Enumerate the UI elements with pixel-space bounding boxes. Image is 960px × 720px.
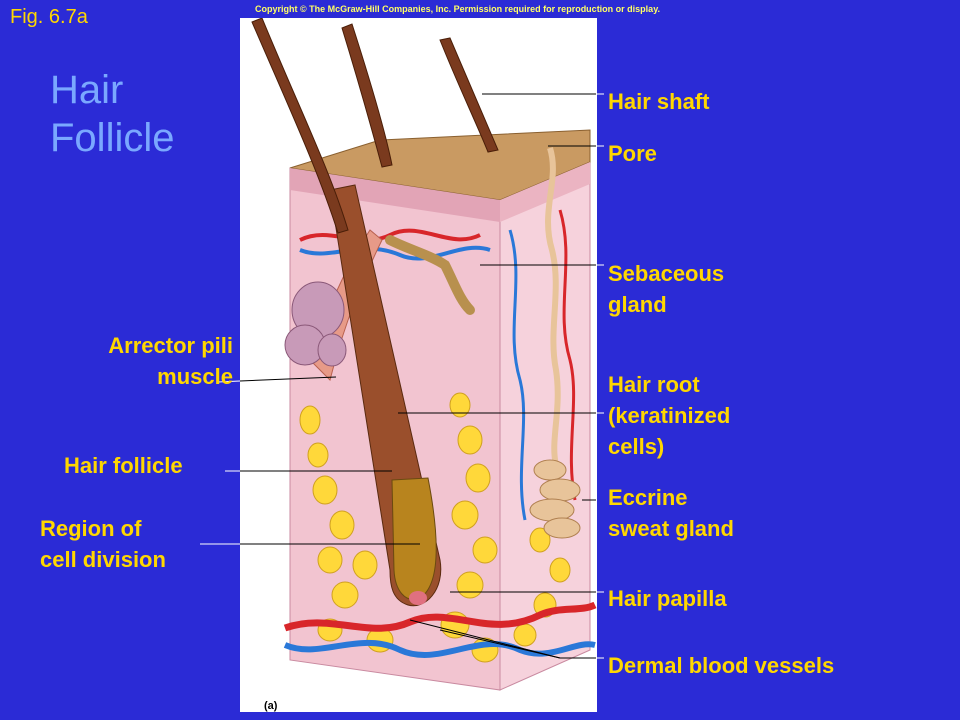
- epidermis-side: [500, 162, 590, 222]
- panel-tag: (a): [264, 700, 278, 712]
- epidermis-front: [290, 168, 500, 222]
- fat-lobule: [329, 510, 355, 540]
- label-line: cell division: [40, 547, 166, 572]
- label-hair-follicle: Hair follicle: [64, 453, 183, 478]
- sweat-gland-lobe: [543, 517, 581, 539]
- hair-shaft-left: [251, 18, 349, 234]
- fat-lobule: [513, 623, 537, 647]
- sweat-gland-lobe: [539, 478, 581, 502]
- label-line: Sebaceous: [608, 261, 725, 286]
- label-line: muscle: [157, 364, 233, 389]
- label-line: Arrector pili: [108, 333, 233, 358]
- figure-label: Fig. 6.7a: [10, 6, 88, 28]
- hair-shaft-right: [439, 37, 499, 153]
- sweat-duct: [545, 147, 561, 466]
- leader-arrector-ext: [217, 380, 241, 383]
- fat-lobule: [299, 405, 321, 435]
- label-hair-root: Hair root (keratinized cells): [608, 369, 730, 462]
- vein-base: [283, 639, 596, 658]
- hair-shaft-middle: [341, 23, 393, 168]
- sebaceous-lobe: [317, 333, 347, 367]
- label-hair-papilla: Hair papilla: [608, 586, 727, 611]
- label-line: (keratinized: [608, 403, 731, 428]
- label-eccrine-sweat-gland: Eccrine sweat gland: [608, 482, 734, 544]
- fat-lobule: [472, 536, 498, 564]
- copyright-notice: Copyright © The McGraw-Hill Companies, I…: [255, 4, 661, 14]
- fat-lobule: [331, 581, 359, 609]
- fat-lobule: [449, 392, 471, 418]
- label-region-of-cell-division: Region of cell division: [40, 513, 166, 575]
- hair-papilla-shape: [409, 591, 427, 605]
- label-dermal-blood-vessels: Dermal blood vessels: [608, 653, 835, 678]
- fat-lobule: [456, 571, 484, 599]
- fat-lobule: [465, 463, 491, 493]
- label-arrector-pili-muscle: Arrector pili muscle: [78, 330, 233, 392]
- fat-lobule: [317, 546, 343, 574]
- sweat-gland-lobe: [529, 498, 575, 522]
- title-line-1: Hair: [50, 68, 124, 112]
- artery-upper: [299, 228, 481, 242]
- label-line: Hair root: [608, 372, 700, 397]
- label-line: Region of: [40, 516, 142, 541]
- label-pore: Pore: [608, 141, 657, 166]
- slide-title: Hair Follicle: [50, 66, 174, 162]
- hair-bulb: [391, 477, 437, 600]
- sweat-gland-lobe: [533, 459, 567, 481]
- label-sebaceous-gland: Sebaceous gland: [608, 258, 724, 320]
- label-hair-shaft: Hair shaft: [608, 89, 710, 114]
- label-line: sweat gland: [608, 516, 734, 541]
- fat-lobule: [549, 557, 571, 583]
- label-line: gland: [608, 292, 667, 317]
- fat-lobule: [312, 475, 338, 505]
- fat-lobule: [451, 500, 479, 530]
- leader-arrector: [239, 376, 337, 382]
- fat-lobule: [529, 527, 551, 553]
- vein-side: [508, 229, 527, 521]
- fat-lobule: [352, 550, 378, 580]
- sebaceous-gland-shape: [385, 235, 475, 315]
- fat-lobule: [457, 425, 483, 455]
- leader-vessels-2: [439, 629, 561, 659]
- label-line: Eccrine: [608, 485, 688, 510]
- vein-upper: [299, 245, 491, 261]
- fat-lobule: [307, 442, 329, 468]
- label-line: cells): [608, 434, 665, 459]
- artery-side: [558, 209, 577, 501]
- artery-base: [283, 601, 597, 632]
- title-line-2: Follicle: [50, 116, 175, 160]
- sebaceous-lobes: [284, 281, 347, 367]
- sweat-gland-coil: [529, 459, 581, 539]
